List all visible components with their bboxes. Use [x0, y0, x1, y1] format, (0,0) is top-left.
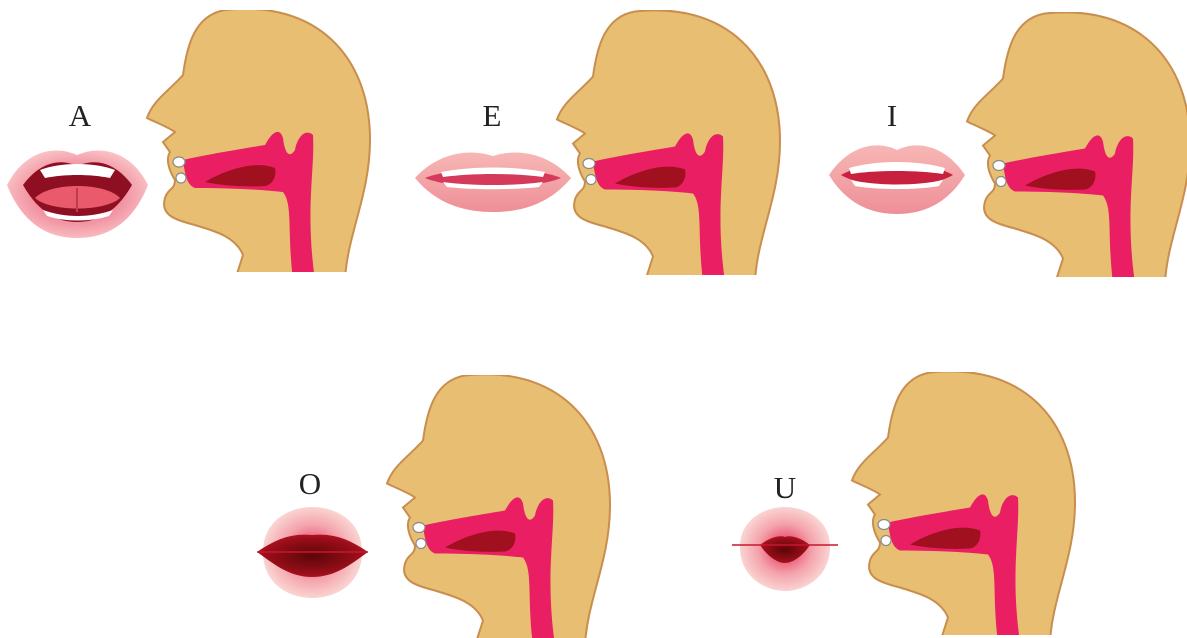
head-profile-e [555, 10, 785, 275]
mouth-u-pursed [730, 505, 840, 595]
vowel-label-e: E [472, 100, 512, 131]
head-profile-i [965, 12, 1187, 277]
mouth-e-spread [413, 148, 573, 213]
vowel-label-u: U [765, 472, 805, 503]
mouth-i-spread [827, 140, 967, 215]
vowel-label-i: I [872, 100, 912, 131]
head-profile-a [145, 10, 375, 272]
mouth-a-open [5, 140, 150, 240]
head-profile-o [385, 375, 615, 638]
mouth-o-rounded [255, 505, 370, 600]
vowel-label-o: O [290, 468, 330, 499]
head-profile-u [850, 372, 1080, 635]
vowel-label-a: A [60, 100, 100, 131]
